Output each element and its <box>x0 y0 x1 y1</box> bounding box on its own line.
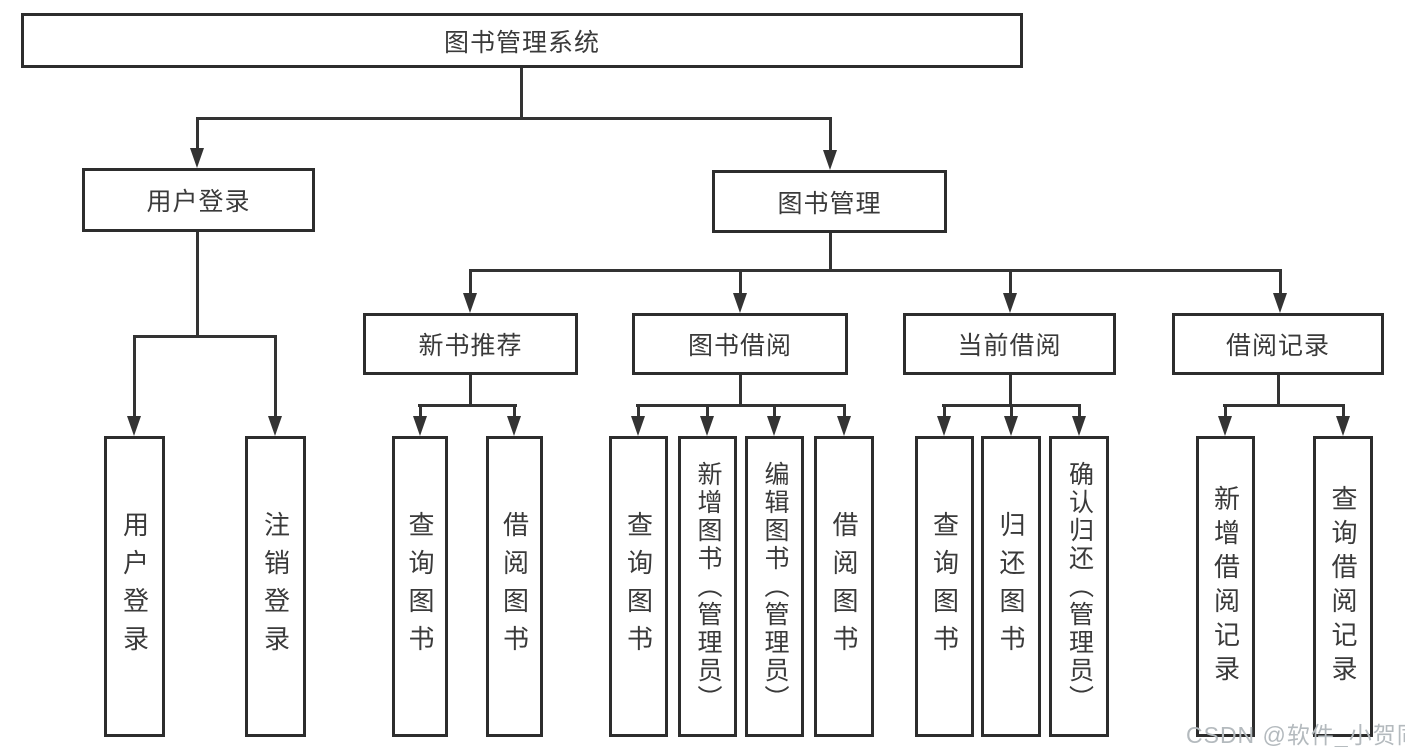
arrowhead <box>733 293 747 313</box>
leaf-bb-query-books: 查询图书 <box>609 436 668 737</box>
connector-line <box>636 404 845 407</box>
leaf-rec-query-books: 查询图书 <box>392 436 448 737</box>
connector-line <box>274 335 277 420</box>
connector-line <box>829 117 832 153</box>
leaf-cb-return-books: 归还图书 <box>981 436 1041 737</box>
connector-line <box>1010 404 1013 419</box>
connector-line <box>418 404 517 407</box>
arrowhead <box>767 416 781 436</box>
leaf-logout: 注销登录 <box>245 436 306 737</box>
node-book-borrowing-label: 图书借阅 <box>687 332 792 360</box>
leaf-br-add-record: 新增借阅记录 <box>1196 436 1255 737</box>
watermark: CSDN @软件_小贺同学 <box>1186 722 1405 747</box>
connector-line <box>706 404 709 419</box>
leaf-bb-borrow-books: 借阅图书 <box>814 436 874 737</box>
connector-line <box>943 404 946 419</box>
leaf-rec-query-books-label: 查询图书 <box>405 510 435 663</box>
leaf-bb-borrow-books-label: 借阅图书 <box>829 510 859 663</box>
connector-line <box>520 68 523 118</box>
leaf-user-login-label: 用户登录 <box>119 510 150 663</box>
node-new-book-recommend-label: 新书推荐 <box>418 332 523 360</box>
leaf-bb-query-books-label: 查询图书 <box>623 510 654 663</box>
node-book-management: 图书管理 <box>712 170 947 233</box>
leaf-bb-edit-books-label: 编辑图书（管理员） <box>761 460 789 713</box>
node-new-book-recommend: 新书推荐 <box>363 313 578 375</box>
leaf-br-query-record-label: 查询借阅记录 <box>1328 484 1358 689</box>
connector-line <box>469 269 1282 272</box>
connector-line <box>1342 404 1345 419</box>
connector-line <box>513 404 516 419</box>
arrowhead <box>127 416 141 436</box>
leaf-bb-add-books: 新增图书（管理员） <box>678 436 737 737</box>
arrowhead <box>1218 416 1232 436</box>
connector-line <box>133 335 277 338</box>
arrowhead <box>837 416 851 436</box>
arrowhead <box>463 293 477 313</box>
leaf-rec-borrow-books-label: 借阅图书 <box>499 510 530 663</box>
arrowhead <box>937 416 951 436</box>
arrowhead <box>1336 416 1350 436</box>
connector-line <box>1277 375 1280 406</box>
leaf-cb-confirm-return: 确认归还（管理员） <box>1049 436 1109 737</box>
connector-line <box>196 232 199 337</box>
connector-line <box>1009 269 1012 297</box>
node-book-borrowing: 图书借阅 <box>632 313 848 375</box>
arrowhead <box>700 416 714 436</box>
leaf-cb-query-books-label: 查询图书 <box>929 510 960 663</box>
leaf-logout-label: 注销登录 <box>260 510 291 663</box>
node-current-borrowing: 当前借阅 <box>903 313 1116 375</box>
leaf-user-login: 用户登录 <box>104 436 165 737</box>
connector-line <box>739 375 742 406</box>
leaf-bb-edit-books: 编辑图书（管理员） <box>745 436 804 737</box>
connector-line <box>1279 269 1282 297</box>
connector-line <box>1009 375 1012 406</box>
arrowhead <box>413 416 427 436</box>
connector-line <box>196 117 832 120</box>
connector-line <box>419 404 422 419</box>
connector-line <box>133 335 136 420</box>
arrowhead <box>268 416 282 436</box>
leaf-rec-borrow-books: 借阅图书 <box>486 436 543 737</box>
leaf-br-add-record-label: 新增借阅记录 <box>1210 484 1241 689</box>
connector-line <box>1223 404 1345 407</box>
node-user-login: 用户登录 <box>82 168 315 232</box>
connector-line <box>773 404 776 419</box>
node-borrowing-records: 借阅记录 <box>1172 313 1384 375</box>
connector-line <box>843 404 846 419</box>
connector-line <box>469 269 472 297</box>
connector-line <box>829 233 832 271</box>
arrowhead <box>823 150 837 170</box>
node-root: 图书管理系统 <box>21 13 1023 68</box>
connector-line <box>469 375 472 406</box>
leaf-cb-return-books-label: 归还图书 <box>996 510 1026 663</box>
leaf-cb-query-books: 查询图书 <box>915 436 974 737</box>
arrowhead <box>1004 416 1018 436</box>
connector-line <box>637 404 640 419</box>
leaf-bb-add-books-label: 新增图书（管理员） <box>694 460 722 713</box>
connector-line <box>196 117 199 151</box>
arrowhead <box>507 416 521 436</box>
node-user-login-label: 用户登录 <box>146 188 251 216</box>
leaf-cb-confirm-return-label: 确认归还（管理员） <box>1065 460 1094 713</box>
arrowhead <box>1273 293 1287 313</box>
connector-line <box>739 269 742 297</box>
node-current-borrowing-label: 当前借阅 <box>957 332 1062 360</box>
arrowhead <box>1003 293 1017 313</box>
arrowhead <box>190 148 204 168</box>
arrowhead <box>1072 416 1086 436</box>
connector-line <box>1224 404 1227 419</box>
node-borrowing-records-label: 借阅记录 <box>1225 332 1330 360</box>
connector-line <box>1078 404 1081 419</box>
node-root-label: 图书管理系统 <box>443 28 600 57</box>
arrowhead <box>631 416 645 436</box>
leaf-br-query-record: 查询借阅记录 <box>1313 436 1373 737</box>
node-book-management-label: 图书管理 <box>777 189 882 218</box>
